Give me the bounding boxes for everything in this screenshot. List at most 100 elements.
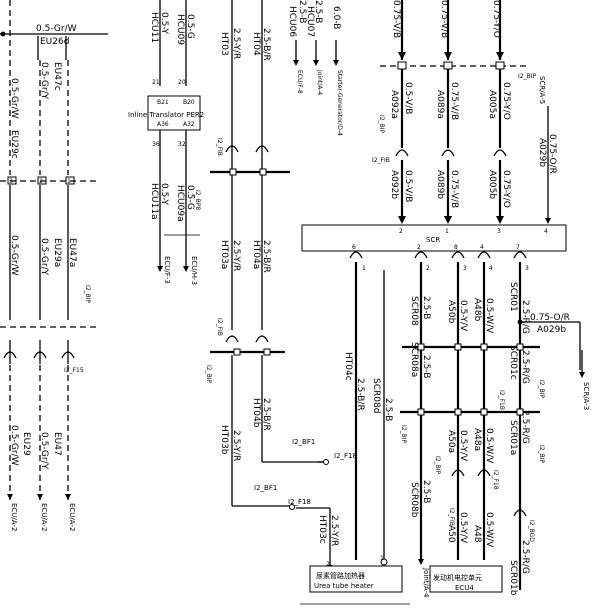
wire-label: A092a [389, 90, 399, 119]
pin-label: 20 [178, 79, 186, 86]
splice-label: I2_F18 [288, 498, 311, 506]
svg-text:3: 3 [463, 265, 467, 272]
wire-label: 2.5-Y/R [329, 515, 339, 546]
pin-label: 2 [399, 228, 403, 235]
wire-label: 2.5-R/G [520, 350, 530, 384]
wire-label: 2.5-B [313, 0, 323, 23]
wire-label: 0.5-Y [159, 183, 169, 205]
wire-label: A50b [446, 300, 456, 324]
wire-label: HT04c [343, 352, 353, 381]
wire-label: A48 [472, 525, 482, 543]
wire-label: 0.5-Gr/Y [39, 432, 49, 470]
wire-label: 0.5-G [185, 14, 195, 39]
scr-box [301, 224, 567, 252]
splice-label: I2_BIP [205, 365, 212, 383]
ecu-en: ECU4 [455, 584, 474, 592]
splice-label: I2_F1B [498, 390, 505, 410]
wire-label: 0.5-W/V [484, 298, 494, 334]
urea-heater-cn: 尿素管路加热器 [316, 571, 365, 580]
wire-label: A029b [537, 138, 547, 167]
wire-label: 6.0-B [331, 6, 341, 29]
wire-label: 0.5-Gr/W [9, 425, 19, 466]
pin-label: 7 [516, 244, 520, 251]
wire-label: HCU07 [305, 6, 315, 37]
scr-top-wire-group: 0.75-V/B 0.75-V/B 0.75-Y/O I2_BIP A092a … [372, 0, 557, 224]
wire-label: A48b [472, 298, 482, 322]
splice-label: I2_FIB [448, 508, 455, 526]
wire-label: A005a [487, 90, 497, 119]
inline-translator-group: 0.5-Y HCU11 0.5-G HCU09 21 20 B21 B20 In… [128, 0, 204, 285]
wire-label: HT03a [219, 240, 229, 269]
wire-label: EU47a [67, 238, 77, 267]
scr-label: SCR [426, 236, 440, 244]
wire-label: 0.5-Gr/Y [39, 238, 49, 276]
wire-label: 0.5-Gr/W [9, 78, 19, 119]
wire-label: 2.5-Y/R [231, 430, 241, 461]
pin-label: B21 [157, 99, 169, 106]
splice-label: I2_BIP [434, 456, 441, 474]
wire-label: SCR01a [508, 420, 518, 455]
wire-label: HT04 [251, 32, 261, 56]
svg-text:4: 4 [489, 265, 493, 272]
wire-label: 0.5-Y/V [458, 300, 468, 332]
splice-label: I2_F18 [334, 452, 357, 460]
svg-text:2: 2 [426, 265, 430, 272]
pin-label: 3 [497, 228, 501, 235]
wire-label: SCR01b [508, 560, 518, 596]
wire-label: 2.5-B [297, 0, 307, 23]
wire-label: 0.5-V/B [403, 82, 413, 114]
splice-label: I2_BIP [84, 285, 91, 303]
wire-label: 2.5-Y/R [231, 28, 241, 59]
splice-label: I2_BIP [518, 73, 536, 80]
wire-label: A50a [446, 430, 456, 453]
wire-label: HCU11a [149, 183, 159, 220]
pin-label: 4 [544, 228, 548, 235]
wire-label: EU29c [9, 130, 19, 159]
heater-wire-group: 2.5-Y/R HT03 2.5-B/R HT04 I2_FIB 2.5-Y/R… [205, 0, 357, 568]
splice-label: I2_BP8 [194, 190, 201, 210]
wire-label: 2.5-R/G [520, 410, 530, 444]
scr-bottom-wire-group: 1 2 3 4 3 2.5-B SCR08 0.5-Y/V A50b 0.5-W… [343, 251, 590, 598]
inline-translator-box [147, 95, 201, 131]
wire-label: SCR08 [409, 296, 419, 326]
ref-label: SCR/A-5 [538, 76, 546, 104]
urea-heater: 2 1 尿素管路加热器 Urea tube heater [300, 555, 410, 605]
wire-label: 0.5-Y/V [458, 430, 468, 462]
wire-label: HT04a [251, 240, 261, 269]
pin-label: 1 [445, 228, 449, 235]
wire-label: 0.5-G [185, 185, 195, 210]
wire-label: 0.5-W/V [484, 428, 494, 464]
eu-wire-group: 0.5-Gr/W EU26d 0.5-Gr/W EU29c 0.5-Gr/Y E… [0, 0, 108, 531]
wire-label: HT03 [219, 32, 229, 56]
wire-label: 0.5-Y/V [458, 512, 468, 544]
scr-module: SCR 2 1 3 4 6 2 8 4 7 [301, 224, 567, 252]
wire-label: HCU09a [175, 185, 185, 222]
ecu-cn: 发动机电控单元 [433, 573, 482, 582]
splice-label: I2_BIP [538, 445, 545, 463]
splice-label: I2_BF1 [292, 438, 315, 446]
wire-label: EU29 [21, 432, 31, 456]
pin-label: 8 [454, 244, 458, 251]
ref-label: ECU/F-8 [296, 70, 303, 94]
ref-label: ECU/A-2 [10, 503, 18, 531]
ref-label: ECU/A-2 [68, 503, 76, 531]
wire-label: 2.5-B [421, 355, 431, 378]
ref-label: ECU/H-3 [190, 256, 198, 285]
pin-label: 6 [352, 244, 356, 251]
wire-label: 0.75-Y/O [501, 82, 511, 120]
svg-text:1: 1 [362, 265, 366, 272]
wire-label: 0.5-Gr/W [9, 235, 19, 276]
wire-label: HT03b [219, 425, 229, 455]
pin-label: A36 [157, 121, 169, 128]
pin-label: 2 [326, 561, 330, 568]
wire-label: SCR08d [371, 378, 381, 413]
wire-label: HT03c [317, 515, 327, 544]
wire-label: 2.5-B [383, 398, 393, 421]
wire-label: EU47c [52, 62, 62, 91]
pin-label: 36 [152, 141, 160, 148]
wire-label: HCU06 [287, 6, 297, 37]
ref-label: ECU/A-2 [40, 503, 48, 531]
splice-label: I2_FIB [216, 318, 223, 336]
wire-label: A089b [435, 170, 445, 199]
wire-label: 2.5-B/R [355, 378, 365, 411]
